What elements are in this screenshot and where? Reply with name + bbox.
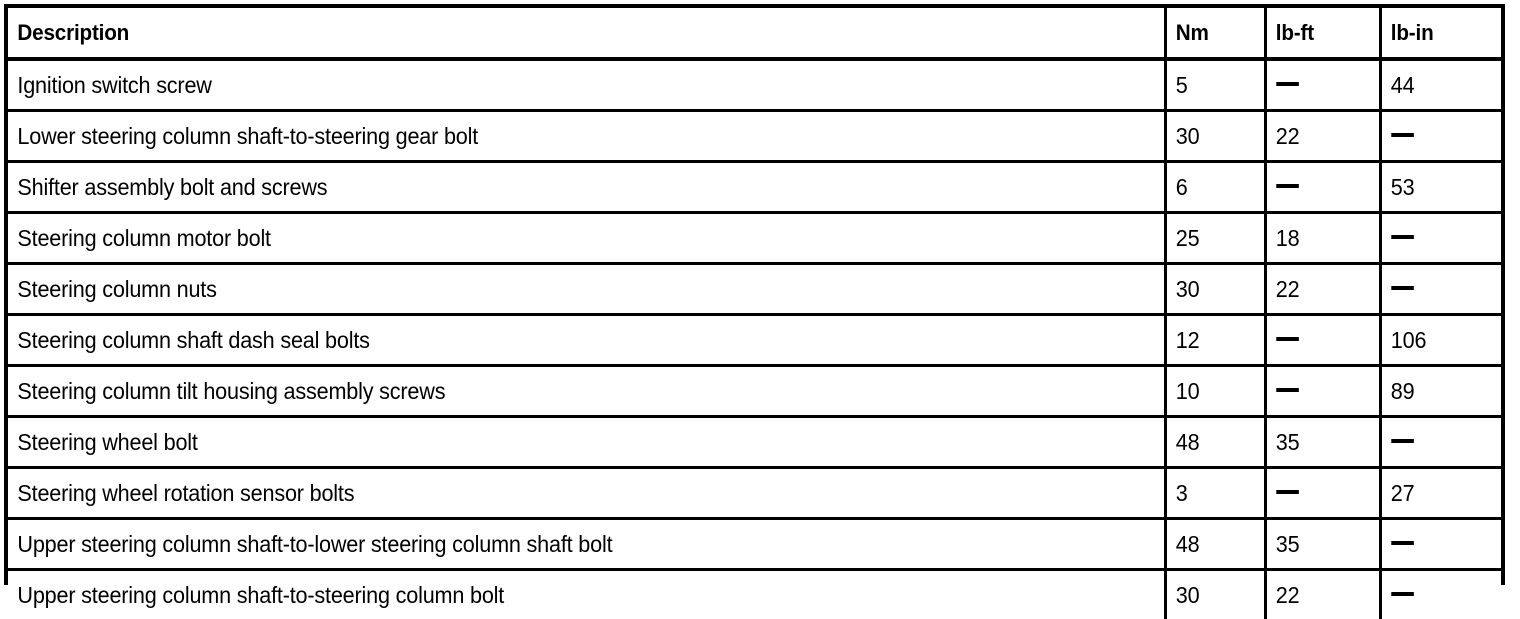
not-applicable-dash-icon [1391,133,1414,137]
cell-nm: 5 [1165,59,1259,111]
cell-description: Shifter assembly bolt and screws [8,162,1096,213]
table-row: Ignition switch screw 5 44 [8,59,1501,111]
cell-nm: 30 [1165,264,1259,315]
cell-nm: 6 [1165,162,1259,213]
table-row: Steering column shaft dash seal bolts 12 1… [8,315,1501,366]
cell-lbin: 44 [1380,59,1494,111]
cell-description: Steering column shaft dash seal bolts [8,315,1096,366]
cell-lbft: 35 [1265,417,1373,468]
cell-nm: 10 [1165,366,1259,417]
not-applicable-dash-icon [1391,439,1414,443]
not-applicable-dash-icon [1276,388,1299,392]
cell-nm: 25 [1165,213,1259,264]
cell-lbft [1265,162,1373,213]
table-header-row: Description Nm lb-ft lb-in [8,8,1501,59]
cell-lbft: 35 [1265,519,1373,570]
cell-nm: 48 [1165,417,1259,468]
cell-nm: 12 [1165,315,1259,366]
cell-description: Lower steering column shaft-to-steering … [8,111,1096,162]
cell-description: Upper steering column shaft-to-lower ste… [8,519,1096,570]
table-row: Upper steering column shaft-to-steering … [8,570,1501,619]
cell-lbft: 22 [1265,264,1373,315]
cell-lbin: 89 [1380,366,1494,417]
not-applicable-dash-icon [1276,490,1299,494]
not-applicable-dash-icon [1391,235,1414,239]
torque-specification-table: Description Nm lb-ft lb-in Ignition swit… [8,8,1501,619]
not-applicable-dash-icon [1391,541,1414,545]
cell-nm: 30 [1165,570,1259,619]
table-row: Shifter assembly bolt and screws 6 53 [8,162,1501,213]
cell-lbin [1380,519,1494,570]
torque-specification-table-container: Description Nm lb-ft lb-in Ignition swit… [4,4,1505,585]
cell-description: Steering column tilt housing assembly sc… [8,366,1096,417]
column-header-lb-in: lb-in [1380,8,1494,59]
cell-description: Steering column nuts [8,264,1096,315]
column-header-lb-ft: lb-ft [1265,8,1373,59]
cell-lbin [1380,213,1494,264]
cell-lbft: 22 [1265,111,1373,162]
column-header-description: Description [8,8,1096,59]
cell-nm: 48 [1165,519,1259,570]
table-row: Upper steering column shaft-to-lower ste… [8,519,1501,570]
table-header: Description Nm lb-ft lb-in [8,8,1501,59]
cell-lbft [1265,366,1373,417]
cell-description: Steering column motor bolt [8,213,1096,264]
cell-lbin: 27 [1380,468,1494,519]
table-row: Lower steering column shaft-to-steering … [8,111,1501,162]
cell-description: Upper steering column shaft-to-steering … [8,570,1096,619]
column-header-nm: Nm [1165,8,1259,59]
cell-lbin [1380,417,1494,468]
cell-description: Ignition switch screw [8,59,1096,111]
cell-lbin [1380,570,1494,619]
not-applicable-dash-icon [1391,286,1414,290]
not-applicable-dash-icon [1276,337,1299,341]
table-row: Steering wheel rotation sensor bolts 3 27 [8,468,1501,519]
cell-lbin [1380,111,1494,162]
cell-description: Steering wheel rotation sensor bolts [8,468,1096,519]
table-row: Steering column tilt housing assembly sc… [8,366,1501,417]
not-applicable-dash-icon [1391,592,1414,596]
cell-nm: 30 [1165,111,1259,162]
not-applicable-dash-icon [1276,82,1299,86]
cell-lbft [1265,315,1373,366]
cell-lbft [1265,468,1373,519]
cell-nm: 3 [1165,468,1259,519]
cell-lbft: 18 [1265,213,1373,264]
cell-lbin: 53 [1380,162,1494,213]
not-applicable-dash-icon [1276,184,1299,188]
cell-lbin: 106 [1380,315,1494,366]
cell-lbin [1380,264,1494,315]
cell-lbft [1265,59,1373,111]
cell-lbft: 22 [1265,570,1373,619]
cell-description: Steering wheel bolt [8,417,1096,468]
